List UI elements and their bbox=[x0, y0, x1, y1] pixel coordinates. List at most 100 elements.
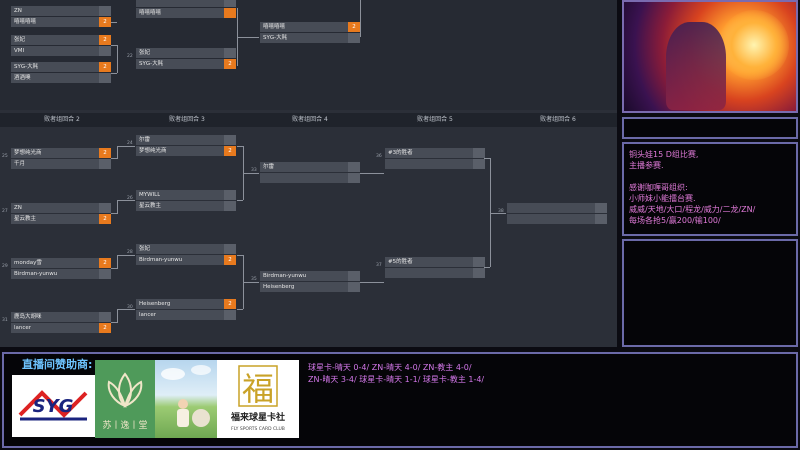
match-number: 33 bbox=[251, 168, 257, 173]
score bbox=[595, 203, 607, 213]
player-slot[interactable]: 鹿岛大胡咪 bbox=[11, 312, 111, 322]
round-label: 败者组回合 4 bbox=[292, 116, 328, 123]
fulai-en-name: FLY SPORTS CARD CLUB bbox=[231, 426, 285, 432]
player-name: 嘻嘻嘻嘻 bbox=[263, 24, 286, 30]
info-line: 铜头娃15 D组比赛, bbox=[629, 150, 699, 159]
score bbox=[99, 46, 111, 56]
player-slot[interactable]: ZN bbox=[11, 203, 111, 213]
score bbox=[473, 148, 485, 158]
lower-round-header: 败者组回合 2 败者组回合 3 败者组回合 4 败者组回合 5 败者组回合 6 bbox=[0, 113, 617, 127]
match-number: 22 bbox=[127, 54, 133, 59]
round-label: 败者组回合 2 bbox=[44, 116, 80, 123]
player-slot[interactable] bbox=[385, 159, 485, 169]
player-slot[interactable]: SYG-大耗 bbox=[260, 33, 360, 43]
bracket-match[interactable]: 36 #3的胜者 bbox=[376, 148, 485, 170]
score: 2 bbox=[99, 148, 111, 158]
score bbox=[595, 214, 607, 224]
score: 2 bbox=[224, 299, 236, 309]
player-slot[interactable]: 张妃 bbox=[136, 48, 236, 58]
bracket-match[interactable]: 嘻嘻嘻嘻 bbox=[136, 0, 236, 19]
score bbox=[224, 8, 236, 18]
player-slot[interactable] bbox=[136, 0, 236, 7]
player-slot[interactable]: 尔雷 bbox=[260, 162, 360, 172]
match-number: 30 bbox=[127, 305, 133, 310]
suyitang-logo: 苏丨逸丨堂 bbox=[95, 360, 155, 438]
bracket-match[interactable]: 38 bbox=[498, 203, 607, 225]
player-slot[interactable] bbox=[260, 173, 360, 183]
player-slot[interactable]: Heisenberg 2 bbox=[136, 299, 236, 309]
fulai-card-club-logo: 福 福来球星卡社 FLY SPORTS CARD CLUB bbox=[217, 360, 299, 438]
player-slot[interactable] bbox=[507, 214, 607, 224]
player-slot[interactable]: #5的胜者 bbox=[385, 257, 485, 267]
player-slot[interactable]: 张妃 bbox=[136, 244, 236, 254]
tournament-bracket: 败者组回合 2 败者组回合 3 败者组回合 4 败者组回合 5 败者组回合 6 … bbox=[0, 0, 617, 347]
player-slot[interactable]: 星云教主 bbox=[136, 201, 236, 211]
player-slot[interactable]: 梦想纯光商 2 bbox=[11, 148, 111, 158]
player-name: ZN bbox=[14, 205, 22, 211]
score bbox=[99, 312, 111, 322]
player-slot[interactable]: #3的胜者 bbox=[385, 148, 485, 158]
player-name: #3的胜者 bbox=[388, 150, 413, 156]
bracket-match[interactable]: 33 尔雷 bbox=[251, 162, 360, 184]
bracket-match[interactable]: 30 Heisenberg 2 lancer bbox=[127, 299, 236, 321]
info-panel: 铜头娃15 D组比赛, 主播参赛. 感谢咖喱哥组织: 小师妹小能擂台赛. 威威/… bbox=[622, 142, 798, 236]
player-slot[interactable]: VMI bbox=[11, 46, 111, 56]
player-slot[interactable]: lancer bbox=[136, 310, 236, 320]
syg-logo: SYG bbox=[12, 375, 95, 437]
player-name: VMI bbox=[14, 48, 25, 54]
player-name: #5的胜者 bbox=[388, 259, 413, 265]
score bbox=[473, 159, 485, 169]
player-name: Heisenberg bbox=[263, 284, 295, 290]
player-slot[interactable] bbox=[507, 203, 607, 213]
player-name: SYG-大耗 bbox=[263, 35, 288, 41]
bracket-match[interactable]: 26 ✎ MYWILL 星云教主 bbox=[127, 190, 236, 212]
match-number: 24 bbox=[127, 141, 133, 146]
player-slot[interactable] bbox=[385, 268, 485, 278]
info-line bbox=[629, 171, 791, 182]
score: 2 bbox=[99, 214, 111, 224]
player-slot[interactable]: 千月 bbox=[11, 159, 111, 169]
empty-panel bbox=[622, 117, 798, 139]
match-number: 29 bbox=[2, 264, 8, 269]
player-slot[interactable]: Heisenberg bbox=[260, 282, 360, 292]
match-results-line: 球星卡-晴天 0-4/ ZN-晴天 4-0/ ZN-教主 4-0/ bbox=[308, 363, 472, 372]
player-slot[interactable]: ZN bbox=[11, 6, 111, 16]
player-slot[interactable]: 尔雷 bbox=[136, 135, 236, 145]
bracket-match[interactable]: 35 ✎ Birdman-yunwu Heisenberg bbox=[251, 271, 360, 293]
player-name: Heisenberg bbox=[139, 301, 171, 307]
syg-logo-mark: SYG bbox=[18, 390, 88, 421]
score bbox=[99, 269, 111, 279]
player-slot[interactable]: MYWILL bbox=[136, 190, 236, 200]
player-slot[interactable]: Birdman-yunwu bbox=[260, 271, 360, 281]
player-slot[interactable]: 酒酒噢 bbox=[11, 73, 111, 83]
player-name: 梦想纯光商 bbox=[14, 150, 42, 156]
score bbox=[99, 159, 111, 169]
player-slot[interactable]: 嘻嘻嘻嘻 bbox=[136, 8, 236, 18]
match-results-line: ZN-晴天 3-4/ 球星卡-晴天 1-1/ 球星卡-教主 1-4/ bbox=[308, 375, 485, 384]
player-name: 尔雷 bbox=[139, 137, 151, 143]
player-name: 梦想纯光商 bbox=[139, 148, 167, 154]
player-slot[interactable]: Birdman-yunwu bbox=[11, 269, 111, 279]
bracket-match[interactable]: 37 #5的胜者 bbox=[376, 257, 485, 279]
